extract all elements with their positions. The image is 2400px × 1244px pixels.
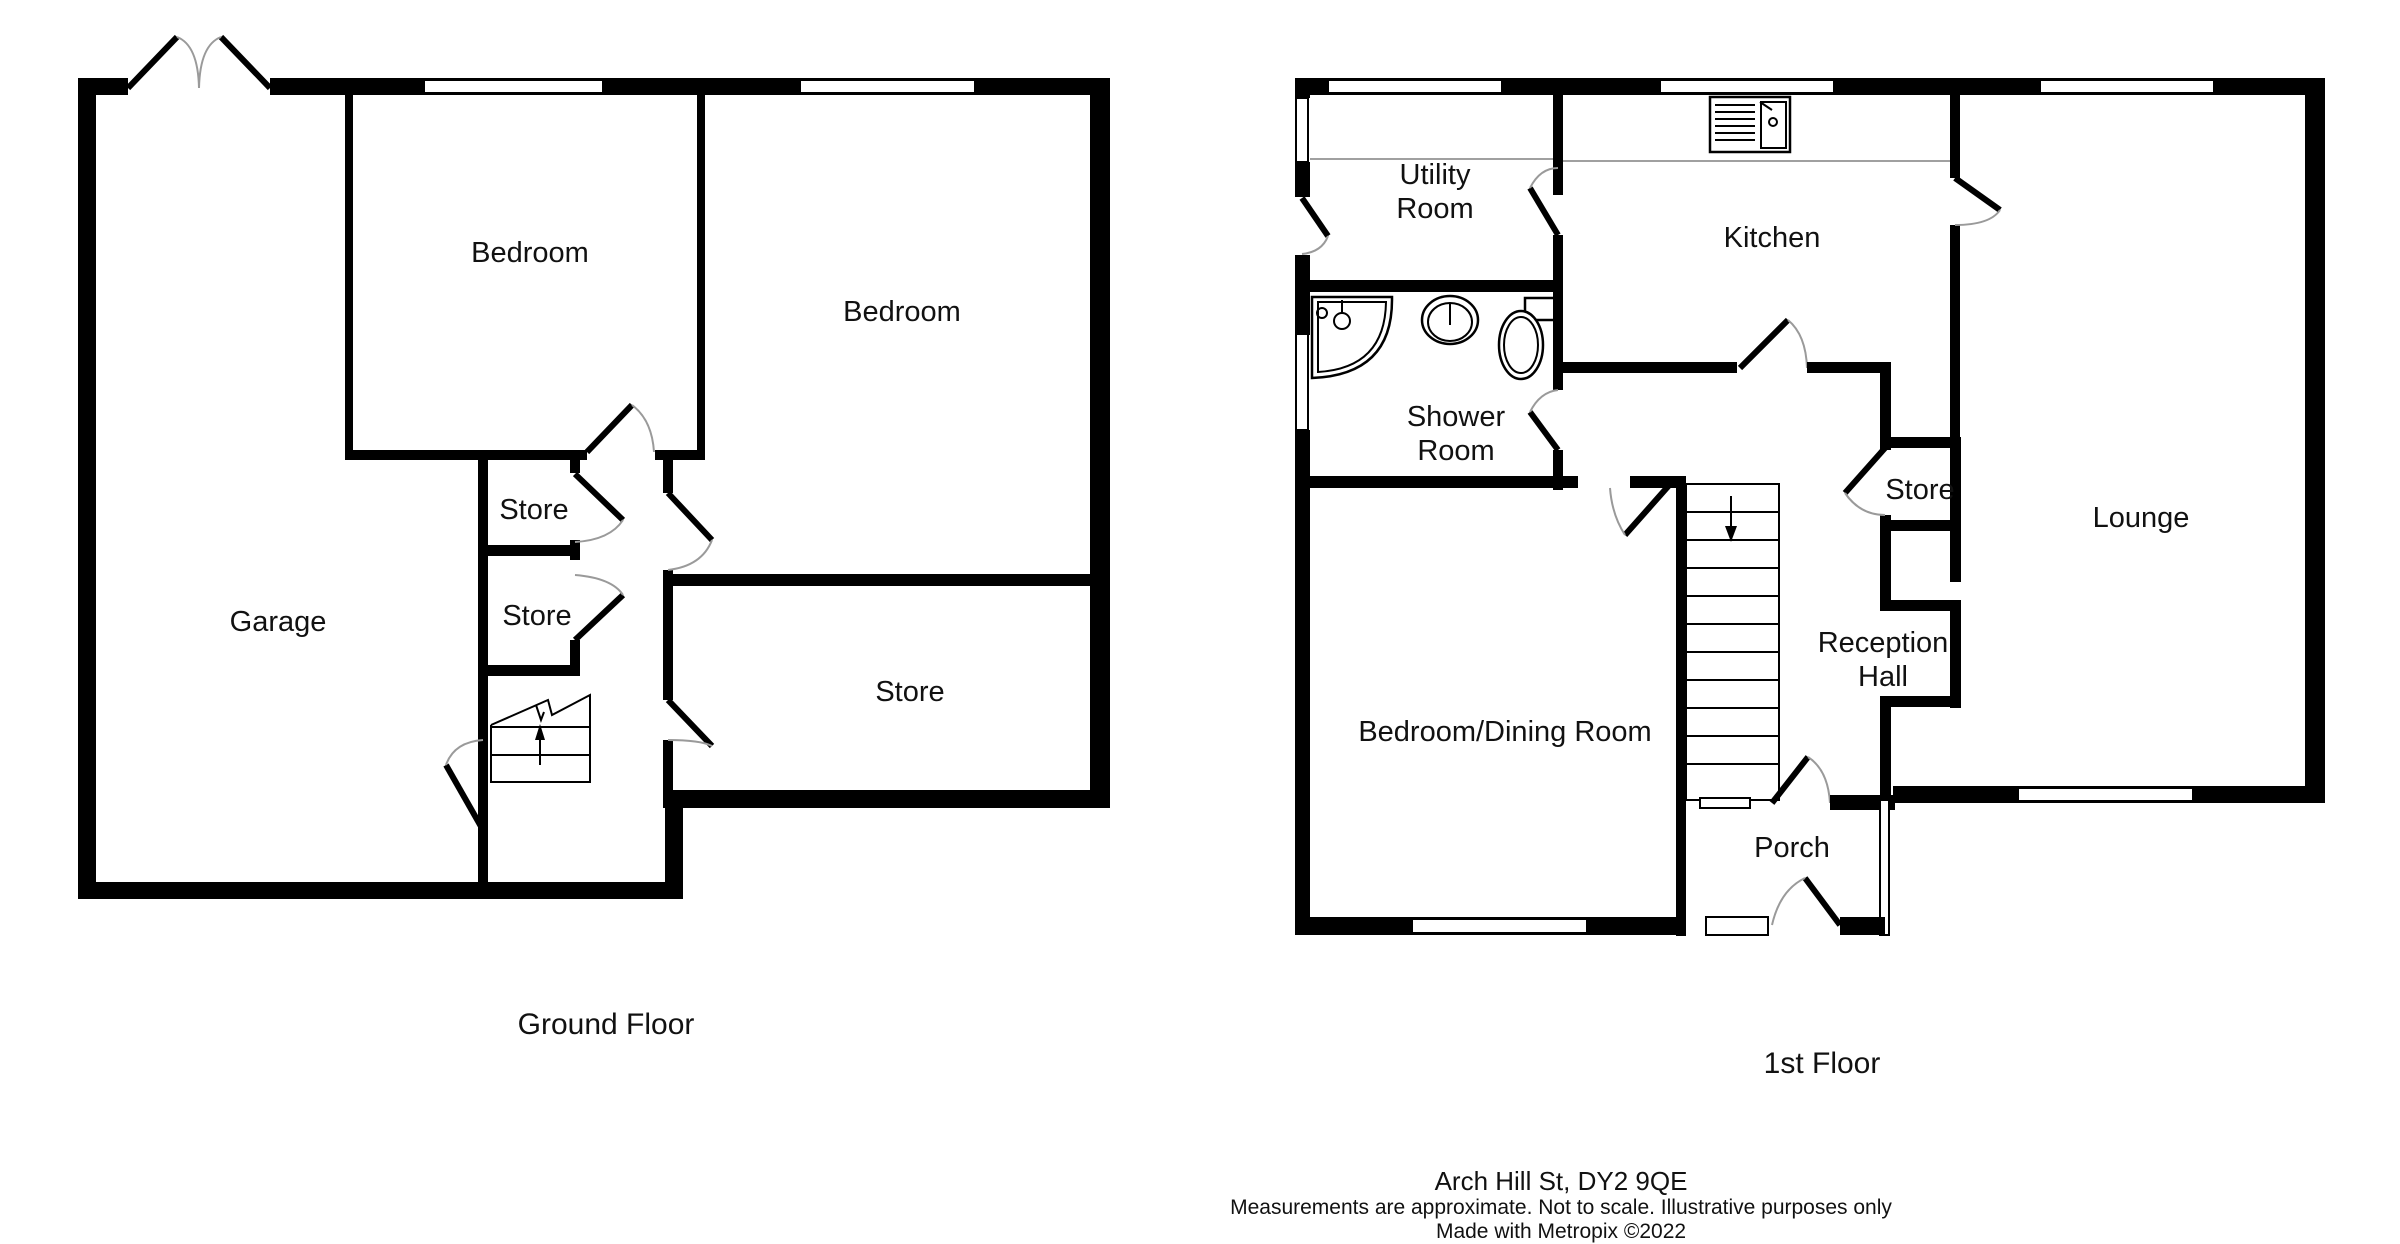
window	[1659, 79, 1835, 94]
room-label-store: Store	[1885, 474, 1955, 506]
kitchen-sink	[1708, 95, 1792, 154]
room-label-line: Room	[1417, 435, 1495, 467]
disclaimer-text: Measurements are approximate. Not to sca…	[1230, 1196, 1892, 1219]
window	[2039, 79, 2215, 94]
stairs-up	[490, 693, 591, 783]
plan-footer: Arch Hill St, DY2 9QE Measurements are a…	[1230, 1166, 1892, 1244]
room-label-store-2: Store	[502, 600, 572, 632]
window	[423, 79, 604, 94]
room-label-utility-room: Utility Room	[1396, 158, 1473, 226]
room-label-line: Hall	[1858, 661, 1908, 693]
room-label-line: Reception	[1817, 627, 1949, 659]
washbasin	[1420, 294, 1480, 346]
ground-floor-plan	[78, 34, 1110, 899]
room-label-shower-room: Shower Room	[1407, 400, 1505, 468]
window	[799, 79, 976, 94]
room-label-store-1: Store	[499, 494, 569, 526]
window	[1295, 97, 1309, 163]
room-label-bedroom-1: Bedroom	[471, 237, 589, 269]
window	[1411, 918, 1588, 934]
room-label-bedroom-dining-room: Bedroom/Dining Room	[1358, 716, 1652, 748]
room-label-line: Shower	[1406, 401, 1506, 433]
window	[1327, 79, 1503, 94]
room-label-bedroom-2: Bedroom	[843, 296, 961, 328]
shower-enclosure	[1310, 295, 1394, 380]
window	[1879, 799, 1890, 936]
room-label-kitchen: Kitchen	[1723, 222, 1821, 254]
room-label-reception-hall: Reception Hall	[1818, 626, 1949, 694]
window	[1295, 329, 1309, 431]
stairs-down	[1685, 483, 1780, 801]
room-label-garage: Garage	[229, 606, 327, 638]
property-address: Arch Hill St, DY2 9QE	[1434, 1166, 1688, 1196]
room-label-porch: Porch	[1754, 832, 1830, 864]
french-doors	[125, 34, 273, 91]
room-label-store-3: Store	[875, 676, 945, 708]
floor-label-ground: Ground Floor	[517, 1008, 695, 1041]
first-floor-plan	[1295, 78, 2325, 936]
credit-text: Made with Metropix ©2022	[1435, 1220, 1687, 1243]
window	[2017, 787, 2194, 802]
window	[1705, 916, 1769, 936]
room-label-lounge: Lounge	[2092, 502, 2190, 534]
floor-label-first: 1st Floor	[1763, 1047, 1881, 1080]
window	[1699, 797, 1751, 809]
room-label-line: Room	[1396, 193, 1474, 225]
toilet	[1497, 296, 1557, 381]
room-label-line: Utility	[1399, 159, 1471, 191]
